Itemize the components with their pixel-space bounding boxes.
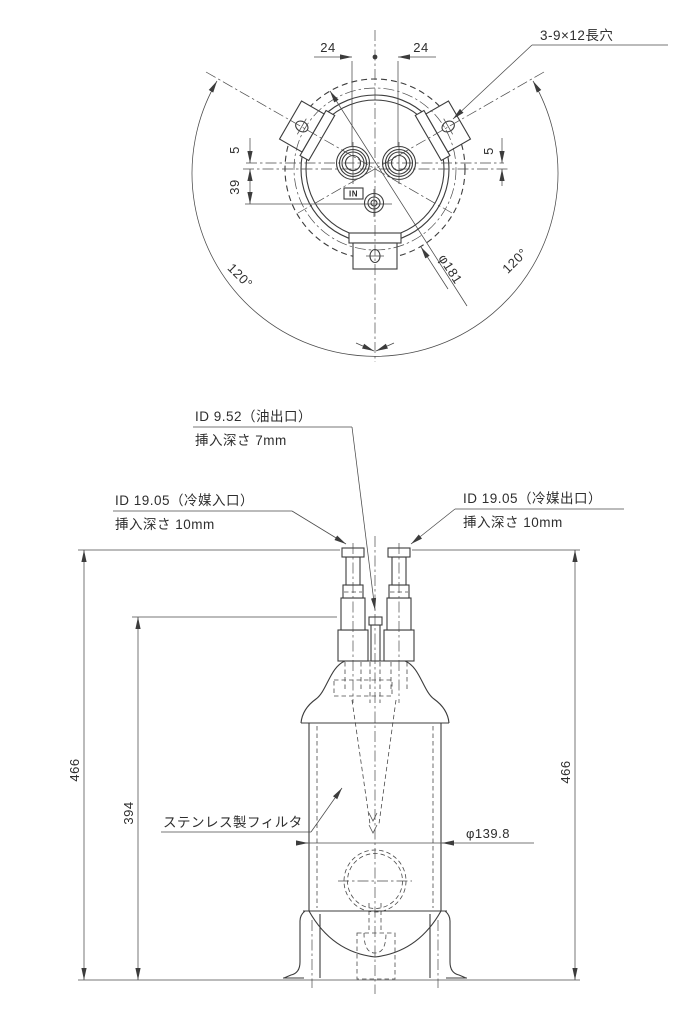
oil-outlet-label-line1: ID 9.52（油出口） bbox=[195, 409, 312, 424]
top-view: IN 24 24 5 39 5 3-9×12長穴 bbox=[191, 28, 668, 362]
inlet-tube bbox=[337, 547, 369, 662]
port-inlet-top bbox=[335, 142, 371, 184]
radial-centerline-right bbox=[297, 71, 545, 214]
dim-466-right-text: 466 bbox=[558, 760, 573, 783]
refrigerant-inlet-label-group: ID 19.05（冷媒入口） 挿入深さ 10mm bbox=[113, 493, 347, 545]
filter-cone-right bbox=[378, 699, 397, 825]
filter-tip-mark bbox=[368, 812, 378, 834]
front-view: ID 9.52（油出口） 挿入深さ 7mm ID 19.05（冷媒入口） 挿入深… bbox=[67, 409, 624, 994]
refrigerant-inlet-label-line1: ID 19.05（冷媒入口） bbox=[115, 493, 254, 508]
oil-outlet-label-group: ID 9.52（油出口） 挿入深さ 7mm bbox=[193, 409, 377, 611]
side-port-hidden-inner bbox=[347, 853, 403, 909]
oil-outlet-label-line2: 挿入深さ 7mm bbox=[195, 433, 287, 448]
angle-right-text: 120° bbox=[499, 245, 530, 276]
refrigerant-inlet-label-line2: 挿入深さ 10mm bbox=[115, 517, 215, 532]
dim-5-39-left: 5 39 bbox=[227, 138, 253, 204]
radial-centerline-left bbox=[205, 71, 453, 214]
dia-139-8-text: φ139.8 bbox=[466, 826, 510, 841]
filter-label-group: ステンレス製フィルタ bbox=[161, 787, 343, 833]
dim-5-right-text: 5 bbox=[481, 147, 496, 155]
refrigerant-outlet-label-group: ID 19.05（冷媒出口） 挿入深さ 10mm bbox=[410, 491, 624, 545]
dim-5-right: 5 bbox=[481, 138, 505, 186]
leg-right bbox=[429, 914, 467, 979]
mounting-bracket-top-left bbox=[278, 100, 336, 162]
refrigerant-outlet-label-line2: 挿入深さ 10mm bbox=[463, 515, 563, 530]
oil-outlet-tube bbox=[368, 616, 383, 662]
bottom-dome bbox=[308, 910, 442, 958]
bottom-fitting-hidden bbox=[356, 932, 396, 980]
dim-394-text: 394 bbox=[121, 801, 136, 824]
filter-label: ステンレス製フィルタ bbox=[163, 815, 303, 830]
dim-24-left-text: 24 bbox=[320, 40, 335, 55]
mounting-bracket-top-right bbox=[414, 100, 472, 162]
refrigerant-outlet-label-line1: ID 19.05（冷媒出口） bbox=[463, 491, 602, 506]
slot-label: 3-9×12長穴 bbox=[540, 28, 613, 43]
internal-baffle bbox=[333, 679, 393, 697]
leg-left bbox=[283, 914, 321, 979]
filter-cone-left bbox=[351, 699, 371, 825]
port-outlet-top bbox=[381, 142, 417, 184]
dim-5-left-text: 5 bbox=[227, 146, 242, 154]
vessel-body bbox=[283, 660, 467, 979]
front-centerlines bbox=[311, 536, 439, 994]
dim-39-text: 39 bbox=[227, 179, 242, 194]
dia-139-8-group: φ139.8 bbox=[296, 826, 534, 846]
dim-466-left-text: 466 bbox=[67, 758, 82, 781]
dim-24-24: 24 24 bbox=[314, 40, 436, 147]
dia-181-text: φ181 bbox=[435, 251, 465, 286]
in-marker-label: IN bbox=[349, 190, 358, 199]
oil-port-top bbox=[363, 189, 385, 217]
height-dimensions: 466 394 466 bbox=[67, 549, 580, 981]
angle-left-text: 120° bbox=[225, 260, 256, 291]
in-marker-box bbox=[343, 187, 364, 200]
dim-24-right-text: 24 bbox=[413, 40, 428, 55]
